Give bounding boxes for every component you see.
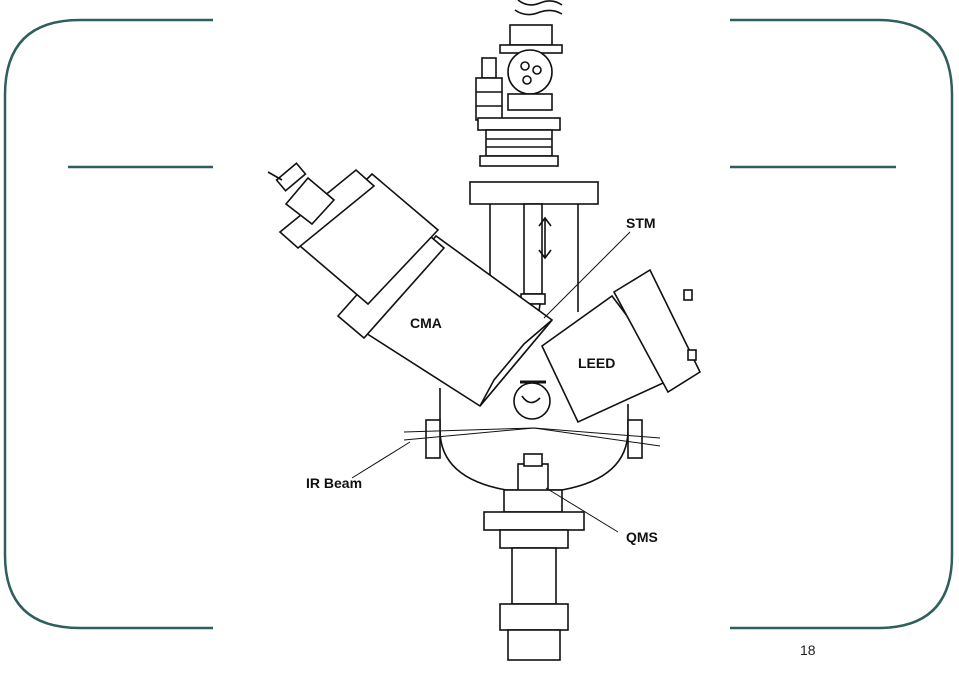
cable — [514, 9, 563, 16]
bottom-flange — [483, 511, 585, 531]
ir-beam-leader — [351, 441, 411, 479]
rotary-feedthrough — [507, 49, 553, 95]
cma-analyzer — [267, 162, 554, 408]
stage-body — [507, 93, 553, 111]
stage-plate — [477, 117, 561, 131]
frame-left-bracket — [3, 18, 213, 630]
stm-leader — [543, 231, 631, 319]
top-flange — [469, 181, 599, 205]
qms-leader — [545, 487, 619, 533]
cma-tip — [479, 319, 553, 407]
cable — [517, 0, 563, 6]
bellows — [485, 129, 553, 157]
ir-beam-line — [403, 427, 661, 447]
label-leaders — [351, 231, 631, 533]
ir-flange-left — [425, 419, 441, 459]
ir-flange-right — [627, 419, 643, 459]
stm-label: STM — [626, 215, 656, 231]
top-block — [509, 24, 553, 46]
stage-plate — [479, 155, 559, 167]
motor-top — [481, 57, 497, 79]
chamber-diagram — [267, 0, 702, 661]
motor — [475, 77, 503, 121]
leed-optics — [540, 268, 702, 424]
ir-beam-label: IR Beam — [306, 475, 362, 491]
stm-shaft — [523, 203, 543, 295]
leed-label: LEED — [578, 355, 615, 371]
slide-number: 18 — [800, 642, 816, 658]
sample-holder — [513, 382, 551, 420]
frame-right-bracket — [730, 18, 954, 630]
qms-label: QMS — [626, 529, 658, 545]
cma-label: CMA — [410, 315, 442, 331]
bottom-stack — [483, 489, 585, 661]
cma-end-flange — [278, 168, 376, 250]
cma-connector-cap — [275, 162, 307, 192]
leed-flange — [612, 268, 702, 394]
main-chamber — [403, 380, 661, 501]
slide-frame — [3, 18, 954, 630]
cma-connector — [284, 176, 336, 226]
motion-arrow — [538, 216, 552, 260]
manipulator-assembly — [469, 0, 599, 205]
